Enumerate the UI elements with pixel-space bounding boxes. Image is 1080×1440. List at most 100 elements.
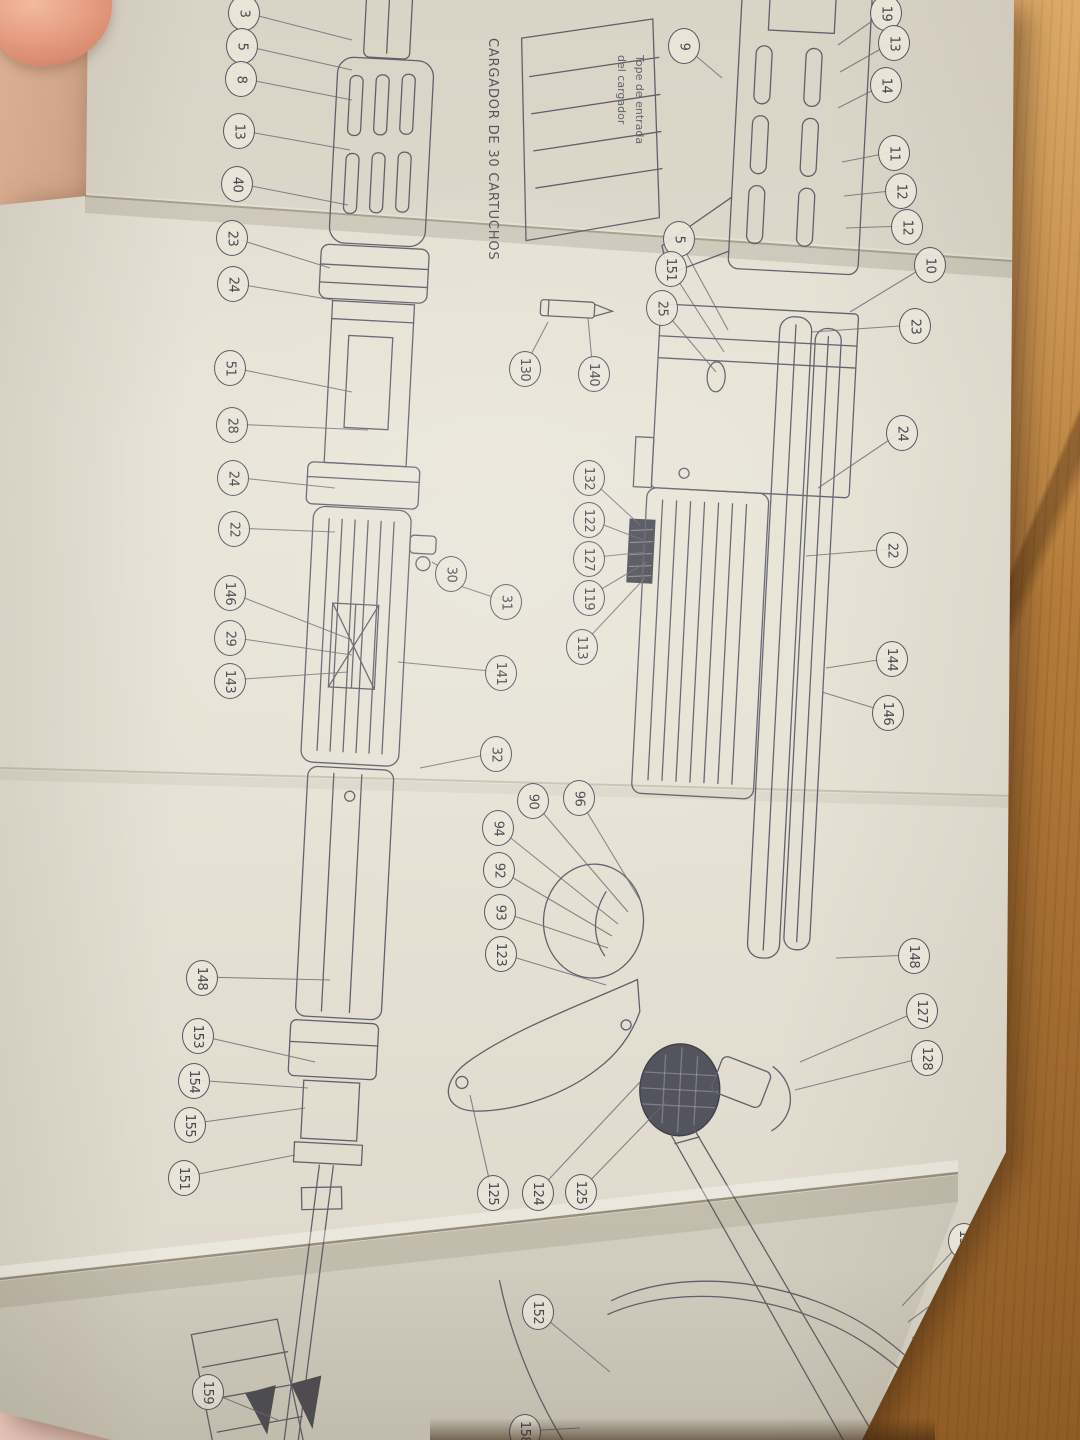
part-number-label: 127 (581, 547, 597, 571)
part-number-label: 130 (517, 357, 533, 381)
part-number-callout: 125 (477, 1175, 509, 1211)
part-number-label: 154 (186, 1069, 202, 1093)
part-number-label: 10 (922, 257, 938, 273)
part-number-label: 24 (225, 276, 241, 292)
part-number-label: 22 (884, 542, 900, 558)
part-number-label: 132 (581, 466, 597, 490)
part-number-label: 3 (236, 9, 252, 17)
part-number-label: 24 (894, 425, 910, 441)
part-number-label: 146 (222, 581, 238, 605)
part-number-callout: 13 (878, 25, 910, 61)
part-number-callout: 31 (490, 584, 522, 620)
part-number-label: 141 (493, 661, 509, 685)
part-number-callout: 24 (886, 415, 918, 451)
part-number-callout: 151 (942, 1290, 974, 1326)
part-number-label: 151 (176, 1166, 192, 1190)
part-number-label: 30 (443, 566, 459, 582)
part-number-callout: 144 (876, 641, 908, 677)
part-number-callout: 13 (223, 113, 255, 149)
magazine-note-line2: del cargador (615, 55, 629, 125)
part-number-label: 23 (907, 318, 923, 334)
part-number-label: 119 (581, 586, 597, 610)
part-number-label: 25 (654, 300, 670, 316)
part-number-callout: 119 (573, 580, 605, 616)
magazine-caption: CARGADOR DE 30 CARTUCHOS (485, 38, 500, 261)
part-number-label: 8 (233, 75, 249, 83)
part-number-callout: 25 (646, 290, 678, 326)
magazine-note-line1: Tope de entrada (633, 55, 646, 145)
part-number-callout: 12 (885, 173, 917, 209)
part-number-callout: 159 (192, 1374, 224, 1410)
part-number-callout: 127 (573, 541, 605, 577)
part-number-label: 151 (663, 257, 679, 281)
part-number-callout: 96 (563, 780, 595, 816)
part-number-label: 155 (182, 1113, 198, 1137)
part-number-callout: 24 (217, 266, 249, 302)
part-number-label: 19 (878, 5, 894, 21)
part-number-label: 143 (222, 669, 238, 693)
part-number-callout: 30 (435, 556, 467, 592)
part-number-callout: 124 (522, 1175, 554, 1211)
part-number-label: 92 (491, 862, 507, 878)
part-number-label: 28 (224, 417, 240, 433)
part-number-callout: 5 (226, 28, 258, 64)
part-number-label: 140 (586, 362, 602, 386)
part-number-callout: 122 (573, 502, 605, 538)
part-number-callout: 154 (178, 1063, 210, 1099)
part-number-label: 125 (573, 1180, 589, 1204)
part-number-callout: 10 (914, 247, 946, 283)
part-number-callout: 22 (218, 511, 250, 547)
part-number-label: 96 (571, 790, 587, 806)
part-number-callout: 140 (578, 356, 610, 392)
part-number-label: 127 (914, 999, 930, 1023)
part-number-label: 31 (498, 594, 514, 610)
part-number-label: 11 (886, 145, 902, 161)
part-number-label: 128 (919, 1046, 935, 1070)
part-number-callout: 152 (522, 1294, 554, 1330)
part-number-label: 13 (886, 35, 902, 51)
part-number-label: 123 (493, 942, 509, 966)
part-number-callout: 11 (878, 135, 910, 171)
part-number-label: 151 (950, 1296, 966, 1320)
part-number-label: 5 (671, 235, 687, 243)
part-number-callout: 3 (228, 0, 260, 31)
part-number-callout: 23 (899, 308, 931, 344)
part-number-callout: 143 (214, 663, 246, 699)
part-number-label: 22 (226, 521, 242, 537)
part-number-callout: 51 (214, 350, 246, 386)
part-number-callout: 22 (876, 532, 908, 568)
part-number-label: 124 (530, 1181, 546, 1205)
part-number-label: 148 (906, 944, 922, 968)
part-number-callout: 155 (174, 1107, 206, 1143)
part-number-callout: 94 (482, 810, 514, 846)
part-number-callout: 156 (948, 1223, 980, 1259)
part-number-callout: 93 (484, 894, 516, 930)
part-number-label: 125 (485, 1181, 501, 1205)
part-number-callout: 28 (216, 407, 248, 443)
part-number-callout: 12 (891, 209, 923, 245)
part-number-callout: 127 (906, 993, 938, 1029)
part-number-callout: 113 (566, 629, 598, 665)
part-number-label: 122 (581, 508, 597, 532)
part-number-callout: 146 (872, 695, 904, 731)
part-number-callout: 14 (870, 67, 902, 103)
part-number-callout: 148 (186, 960, 218, 996)
part-number-label: 29 (222, 630, 238, 646)
part-number-callout: 146 (214, 575, 246, 611)
part-number-label: 148 (194, 966, 210, 990)
magazine-note: Tope de entrada del cargador (613, 55, 648, 217)
part-number-callout: 24 (217, 460, 249, 496)
part-number-label: 12 (893, 183, 909, 199)
part-number-callout: 90 (517, 783, 549, 819)
part-number-callout: 40 (221, 166, 253, 202)
fold-creases (0, 195, 1013, 1308)
part-number-callout: 29 (214, 620, 246, 656)
part-number-callout: 92 (483, 852, 515, 888)
part-number-label: 23 (224, 230, 240, 246)
part-number-callout: 125 (565, 1174, 597, 1210)
part-number-label: 12 (899, 219, 915, 235)
